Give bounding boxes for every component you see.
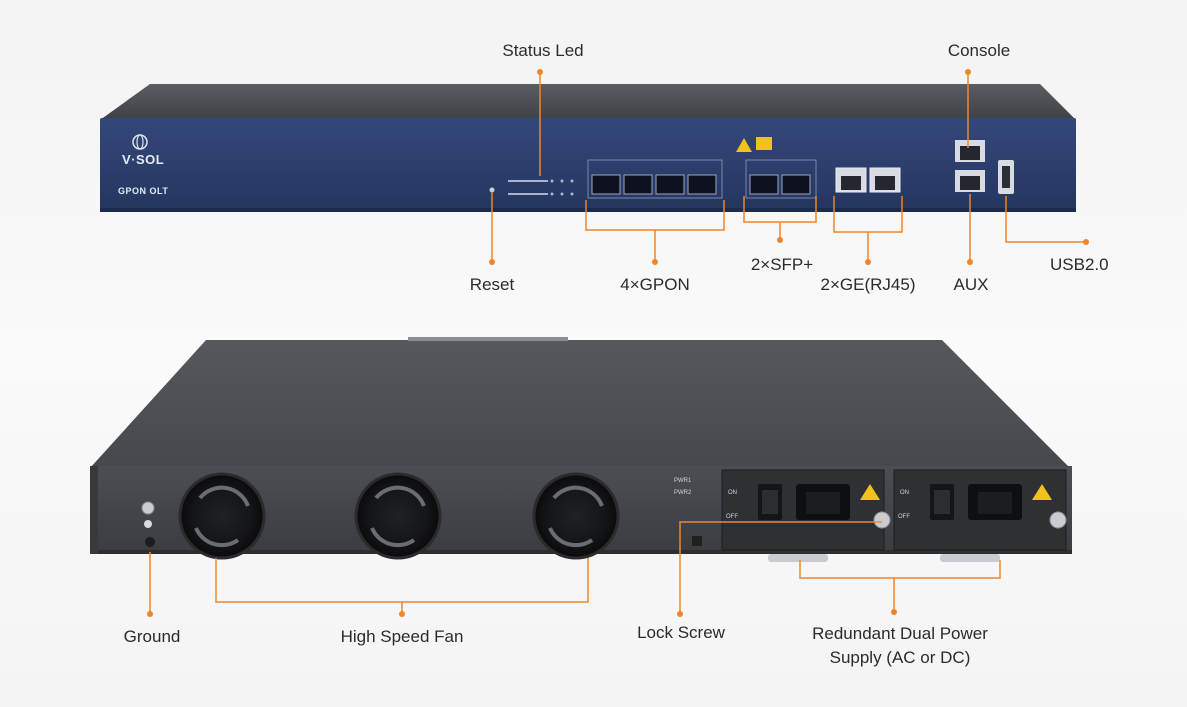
rear-chassis-top xyxy=(90,340,1070,468)
pwr2-led-label: PWR2 xyxy=(674,490,692,496)
warning-icon xyxy=(860,484,880,500)
power-supply-1 xyxy=(721,469,891,562)
psu1-off-label: OFF xyxy=(726,514,738,520)
gpon-ports xyxy=(591,174,717,195)
callout-usb xyxy=(1005,196,1086,243)
label-ground: Ground xyxy=(123,627,181,646)
label-console: Console xyxy=(947,41,1011,60)
laser-warning-icon xyxy=(736,137,772,152)
ge-rj45-ports xyxy=(835,167,901,193)
callout-lines xyxy=(147,69,1089,617)
status-led-block xyxy=(508,179,574,196)
rear-device: PWR1 PWR2 ON OFF ON OFF xyxy=(90,337,1072,562)
label-status-led: Status Led xyxy=(502,41,584,60)
sfp-plus-port[interactable] xyxy=(749,174,779,195)
label-ge: 2×GE(RJ45) xyxy=(820,275,916,294)
fan xyxy=(178,472,266,560)
fans xyxy=(178,472,620,560)
label-gpon: 4×GPON xyxy=(620,275,690,294)
psu1-on-label: ON xyxy=(728,490,737,496)
callout-lock-screw xyxy=(679,521,882,614)
gpon-port[interactable] xyxy=(591,174,621,195)
label-usb: USB2.0 xyxy=(1050,255,1109,274)
ground-screw xyxy=(141,501,155,515)
vsol-logo-icon xyxy=(132,134,148,150)
front-device xyxy=(100,84,1076,212)
pwr1-led-label: PWR1 xyxy=(674,478,692,484)
label-power-supply: Redundant Dual Power Supply (AC or DC) xyxy=(812,624,988,667)
sfp-plus-ports xyxy=(749,174,811,195)
fan xyxy=(532,472,620,560)
brand-name: V·SOL xyxy=(122,152,165,167)
reset-button[interactable] xyxy=(489,187,495,193)
fan xyxy=(354,472,442,560)
sfp-plus-port[interactable] xyxy=(781,174,811,195)
callout-fan xyxy=(215,558,589,603)
label-sfp-plus: 2×SFP+ xyxy=(750,255,814,274)
callout-power-supply xyxy=(799,560,1001,579)
label-reset: Reset xyxy=(469,275,515,294)
front-chassis-top xyxy=(100,84,1076,120)
gpon-port[interactable] xyxy=(655,174,685,195)
psu2-off-label: OFF xyxy=(898,514,910,520)
psu2-on-label: ON xyxy=(900,490,909,496)
gpon-port[interactable] xyxy=(623,174,653,195)
warning-icon xyxy=(1032,484,1052,500)
label-lock-screw: Lock Screw xyxy=(637,623,725,642)
gpon-port[interactable] xyxy=(687,174,717,195)
model-name: GPON OLT xyxy=(118,186,169,196)
lock-screw[interactable] xyxy=(1049,511,1067,529)
label-fan: High Speed Fan xyxy=(340,627,464,646)
label-aux: AUX xyxy=(953,275,989,294)
lock-screw[interactable] xyxy=(873,511,891,529)
power-supply-2 xyxy=(893,469,1067,562)
